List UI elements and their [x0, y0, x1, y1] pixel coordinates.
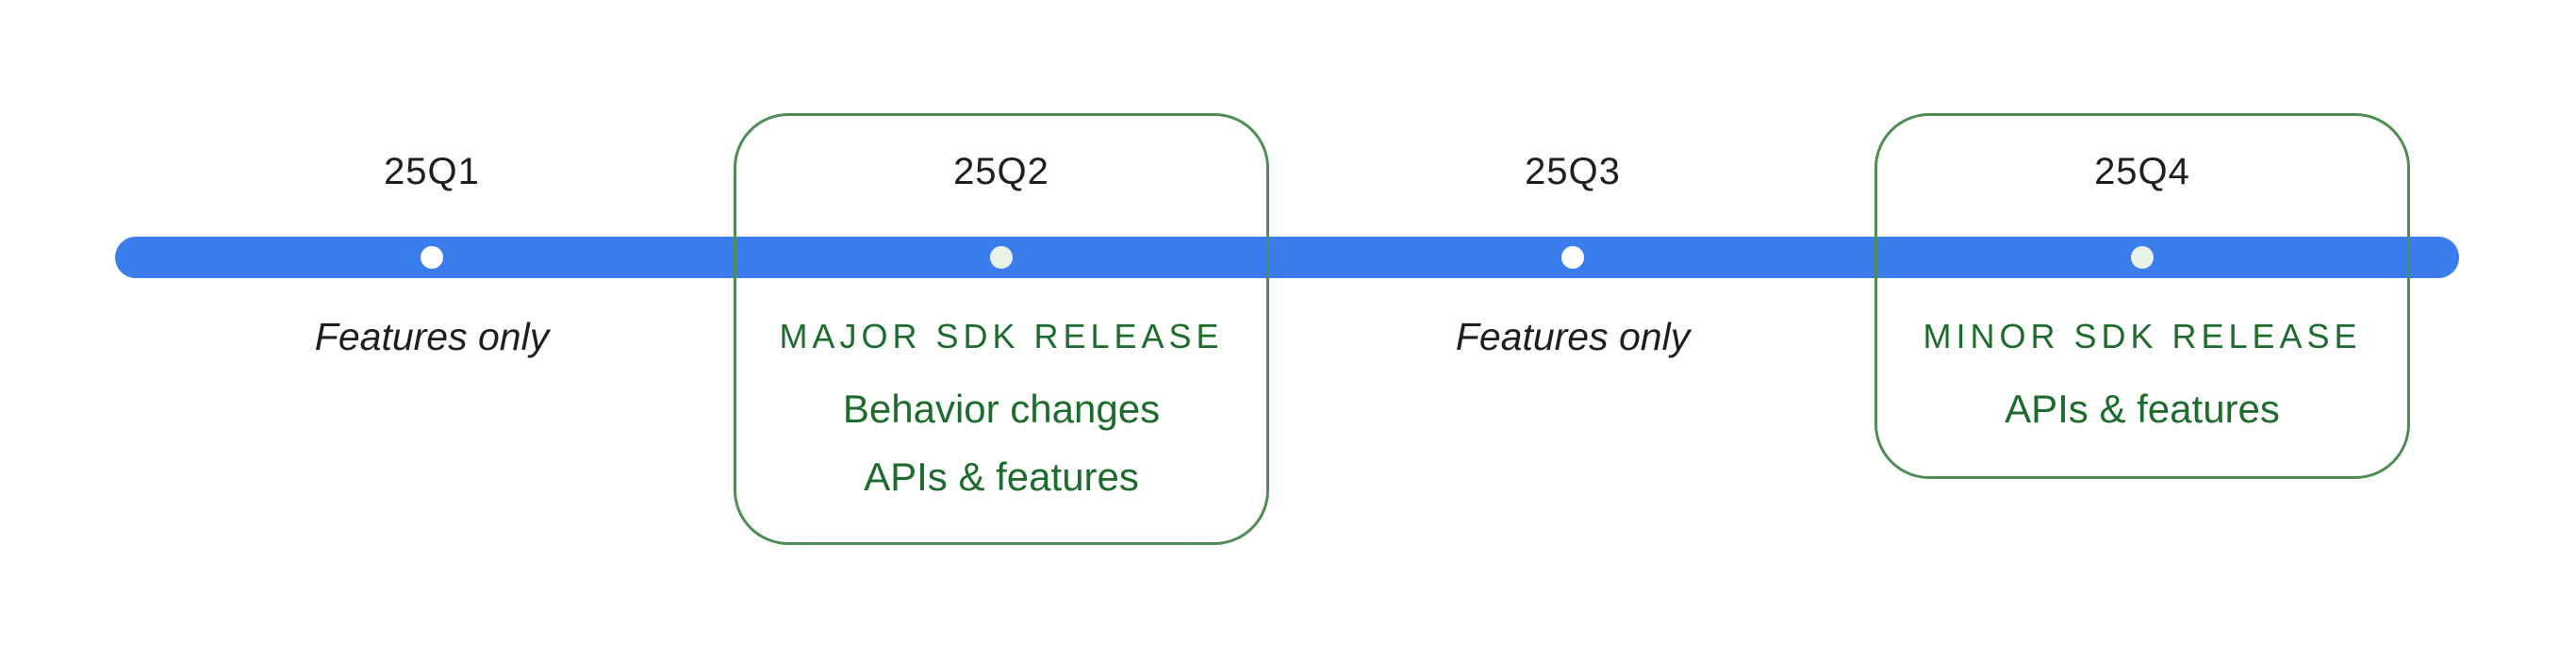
- timeline-marker-dot: [1561, 246, 1584, 269]
- release-title: MAJOR SDK RELEASE: [779, 317, 1224, 355]
- timeline-marker-dot: [421, 246, 443, 269]
- quarter-25q2: 25Q2 MAJOR SDK RELEASE Behavior changes …: [734, 0, 1269, 660]
- quarter-25q4: 25Q4 MINOR SDK RELEASE APIs & features: [1874, 0, 2410, 660]
- release-detail: APIs & features: [864, 454, 1139, 499]
- quarter-note: Features only: [1455, 315, 1691, 358]
- quarter-label: 25Q3: [1525, 151, 1621, 192]
- quarter-25q1: 25Q1 Features only: [168, 0, 696, 660]
- timeline-marker-dot: [990, 246, 1013, 269]
- release-title: MINOR SDK RELEASE: [1923, 317, 2362, 355]
- minor-release-box: [1874, 113, 2410, 479]
- quarter-25q3: 25Q3 Features only: [1309, 0, 1837, 660]
- quarter-label: 25Q1: [384, 151, 480, 192]
- release-detail: Behavior changes: [842, 387, 1161, 431]
- release-detail: APIs & features: [2005, 387, 2280, 431]
- major-release-box: [734, 113, 1269, 545]
- timeline-bar: [115, 237, 2459, 278]
- quarter-label: 25Q2: [953, 151, 1049, 192]
- quarter-label: 25Q4: [2094, 151, 2190, 192]
- quarter-note: Features only: [314, 315, 550, 358]
- timeline-marker-dot: [2131, 246, 2154, 269]
